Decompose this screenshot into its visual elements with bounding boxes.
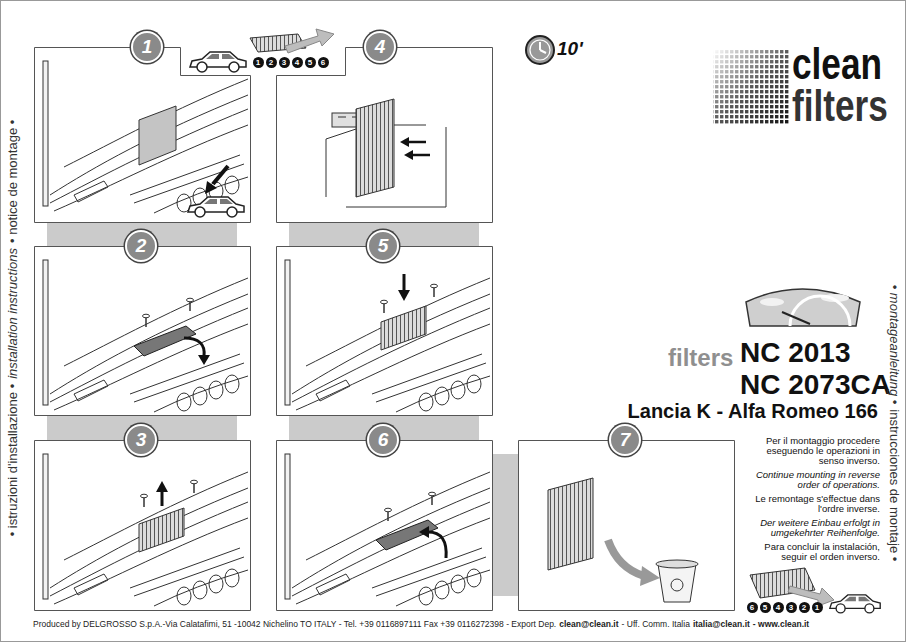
callout-number: 2 [125, 230, 157, 262]
product-code: NC 2073CA [740, 369, 891, 401]
side-text: • notice de montage • [5, 120, 20, 243]
logo-word: clean [792, 42, 882, 86]
panel-outline [34, 47, 251, 223]
sequence-number: 1 [812, 602, 823, 613]
instruction-text: Le remontage s'effectue dans l'ordre inv… [742, 494, 880, 514]
panel-border [35, 441, 251, 611]
panel-outline [518, 440, 735, 611]
sequence-number: 1 [253, 57, 264, 68]
side-text: installation instructions [5, 248, 20, 379]
callout-number: 3 [125, 424, 157, 456]
instruction-block: Per il montaggio procedere eseguendo le … [742, 436, 880, 566]
side-text: instrucciones de montaje • [888, 409, 903, 561]
product-code: NC 2013 [740, 337, 851, 369]
panel-border [277, 48, 493, 223]
product-label: filters [668, 344, 733, 372]
panel-outline [34, 440, 251, 611]
sequence-number: 2 [799, 602, 810, 613]
instruction-text: Continue mounting in reverse order of op… [742, 470, 880, 490]
step-panel: 3 [34, 440, 250, 610]
footer-text: Produced by DELGROSSO S.p.A.-Via Calataf… [33, 619, 556, 630]
callout-number: 4 [364, 31, 396, 63]
sequence-number: 4 [292, 57, 303, 68]
sequence-number: 6 [747, 602, 758, 613]
sequence-number: 6 [318, 57, 329, 68]
footer-email: italia@clean.it [693, 619, 750, 630]
instruction-text: Per il montaggio procedere eseguendo le … [742, 436, 880, 466]
sequence-number: 3 [786, 602, 797, 613]
sequence-number: 2 [266, 57, 277, 68]
sequence-number: 5 [305, 57, 316, 68]
callout-number: 5 [367, 230, 399, 262]
panel-outline [276, 47, 493, 223]
callout-number: 6 [367, 424, 399, 456]
panel-outline [276, 246, 493, 416]
step-panel: 4 [276, 47, 492, 222]
panel-border [277, 247, 493, 416]
panel-border [35, 247, 251, 416]
panel-border [519, 441, 735, 611]
vehicle-label: Lancia K - Alfa Romeo 166 [628, 399, 878, 423]
footer-text: - www.clean.it [753, 619, 809, 630]
step-panel: 5 [276, 246, 492, 415]
footer: Produced by DELGROSSO S.p.A.-Via Calataf… [33, 619, 809, 630]
step-panel: 1 [34, 47, 250, 222]
panel-outline [276, 440, 493, 611]
instruction-text: Para concluir la instalación, seguir el … [742, 542, 880, 562]
logo-word: filters [792, 84, 888, 128]
callout-number: 1 [131, 31, 163, 63]
step-panel: 6 [276, 440, 492, 610]
panel-border [35, 48, 251, 223]
side-banner: • montageanleitung • instrucciones de mo… [886, 233, 904, 613]
step-band [492, 454, 518, 596]
step-panel: 7 [518, 440, 734, 610]
panel-outline [34, 246, 251, 416]
step-panel: 2 [34, 246, 250, 415]
sequence-number: 3 [279, 57, 290, 68]
panel-border [277, 441, 493, 611]
callout-number: 7 [609, 424, 641, 456]
footer-email: clean@clean.it [559, 619, 618, 630]
sequence-number: 4 [773, 602, 784, 613]
sequence-number: 5 [760, 602, 771, 613]
footer-text: - Uff. Comm. Italia [622, 619, 690, 630]
side-text: • montageanleitung • [888, 285, 903, 405]
time-label: 10' [557, 38, 583, 60]
side-text: • istruzioni d'installazione • [5, 384, 20, 537]
side-banner: • istruzioni d'installazione • installat… [3, 38, 21, 618]
instruction-text: Der weitere Einbau erfolgt in umgekehrte… [742, 518, 880, 538]
